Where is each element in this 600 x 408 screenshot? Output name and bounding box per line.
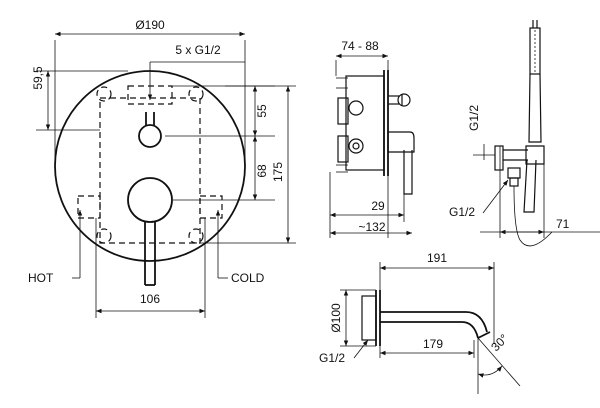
hand-shower-view: G1/2 G1/2 71 <box>449 20 600 247</box>
side-port <box>337 97 349 125</box>
spout-body-bottom <box>380 321 479 339</box>
side-port <box>337 135 349 163</box>
hose-connector-nut <box>509 177 519 187</box>
front-view: Ø190 5 x G1/2 59,5 55 68 175 106 HOT <box>28 18 296 318</box>
cold-label: COLD <box>231 271 265 285</box>
dim-label-179: 179 <box>423 337 443 351</box>
hidden-hot-port <box>77 195 101 219</box>
shower-head <box>529 27 541 75</box>
mixer-side-body <box>387 131 415 153</box>
angle-label-30: 30° <box>488 331 511 354</box>
holder-cradle <box>525 145 545 165</box>
connections-label: 5 x G1/2 <box>175 43 221 57</box>
spout-body-top <box>380 311 488 333</box>
dim-label-132: ~132 <box>358 220 385 234</box>
port-ring-inner <box>352 142 360 150</box>
dim-label-190: Ø190 <box>135 18 165 32</box>
angle-arc <box>477 365 503 378</box>
dim-label-71: 71 <box>556 217 570 231</box>
side-view: 74 - 88 29 ~132 <box>329 39 415 238</box>
dim-label-106: 106 <box>140 292 160 306</box>
angle-line <box>477 337 521 387</box>
dim-label-100: Ø100 <box>329 303 343 333</box>
port-ring <box>348 100 364 116</box>
diverter-knob <box>138 124 162 148</box>
shower-handle-upper <box>528 73 542 143</box>
spout-view: 191 179 Ø100 G1/2 30° <box>319 251 521 394</box>
dim-label-68: 68 <box>255 164 269 178</box>
shower-handle-lower <box>523 159 537 213</box>
leader-line <box>353 339 369 359</box>
g12-holder-label: G1/2 <box>467 105 481 131</box>
dim-label-74-88: 74 - 88 <box>341 39 379 53</box>
hidden-lug <box>188 86 204 102</box>
hose <box>513 185 553 247</box>
g12-hose-label: G1/2 <box>449 205 475 219</box>
hidden-lug <box>188 228 204 244</box>
dim-label-55: 55 <box>255 104 269 118</box>
leader-line <box>482 179 509 214</box>
mixer-side-lever <box>403 150 413 195</box>
dim-label-191: 191 <box>427 251 447 265</box>
spout-outlet <box>477 331 491 339</box>
holder-wall-plate <box>494 145 504 171</box>
port-ring <box>348 138 364 154</box>
hidden-lug <box>96 228 112 244</box>
dim-label-29: 29 <box>371 199 385 213</box>
hidden-top-port <box>127 85 173 105</box>
diverter-side-knob <box>397 93 411 107</box>
hidden-lug <box>96 86 112 102</box>
g12-spout-label: G1/2 <box>319 351 345 365</box>
spout-rosette-back <box>361 295 377 341</box>
hot-label: HOT <box>28 271 54 285</box>
hose-connector <box>507 167 521 179</box>
hidden-cold-port <box>199 195 223 219</box>
body-box <box>345 75 385 171</box>
dim-label-59-5: 59,5 <box>31 66 45 90</box>
dim-label-175: 175 <box>271 162 285 182</box>
mixer-knob <box>127 177 173 223</box>
